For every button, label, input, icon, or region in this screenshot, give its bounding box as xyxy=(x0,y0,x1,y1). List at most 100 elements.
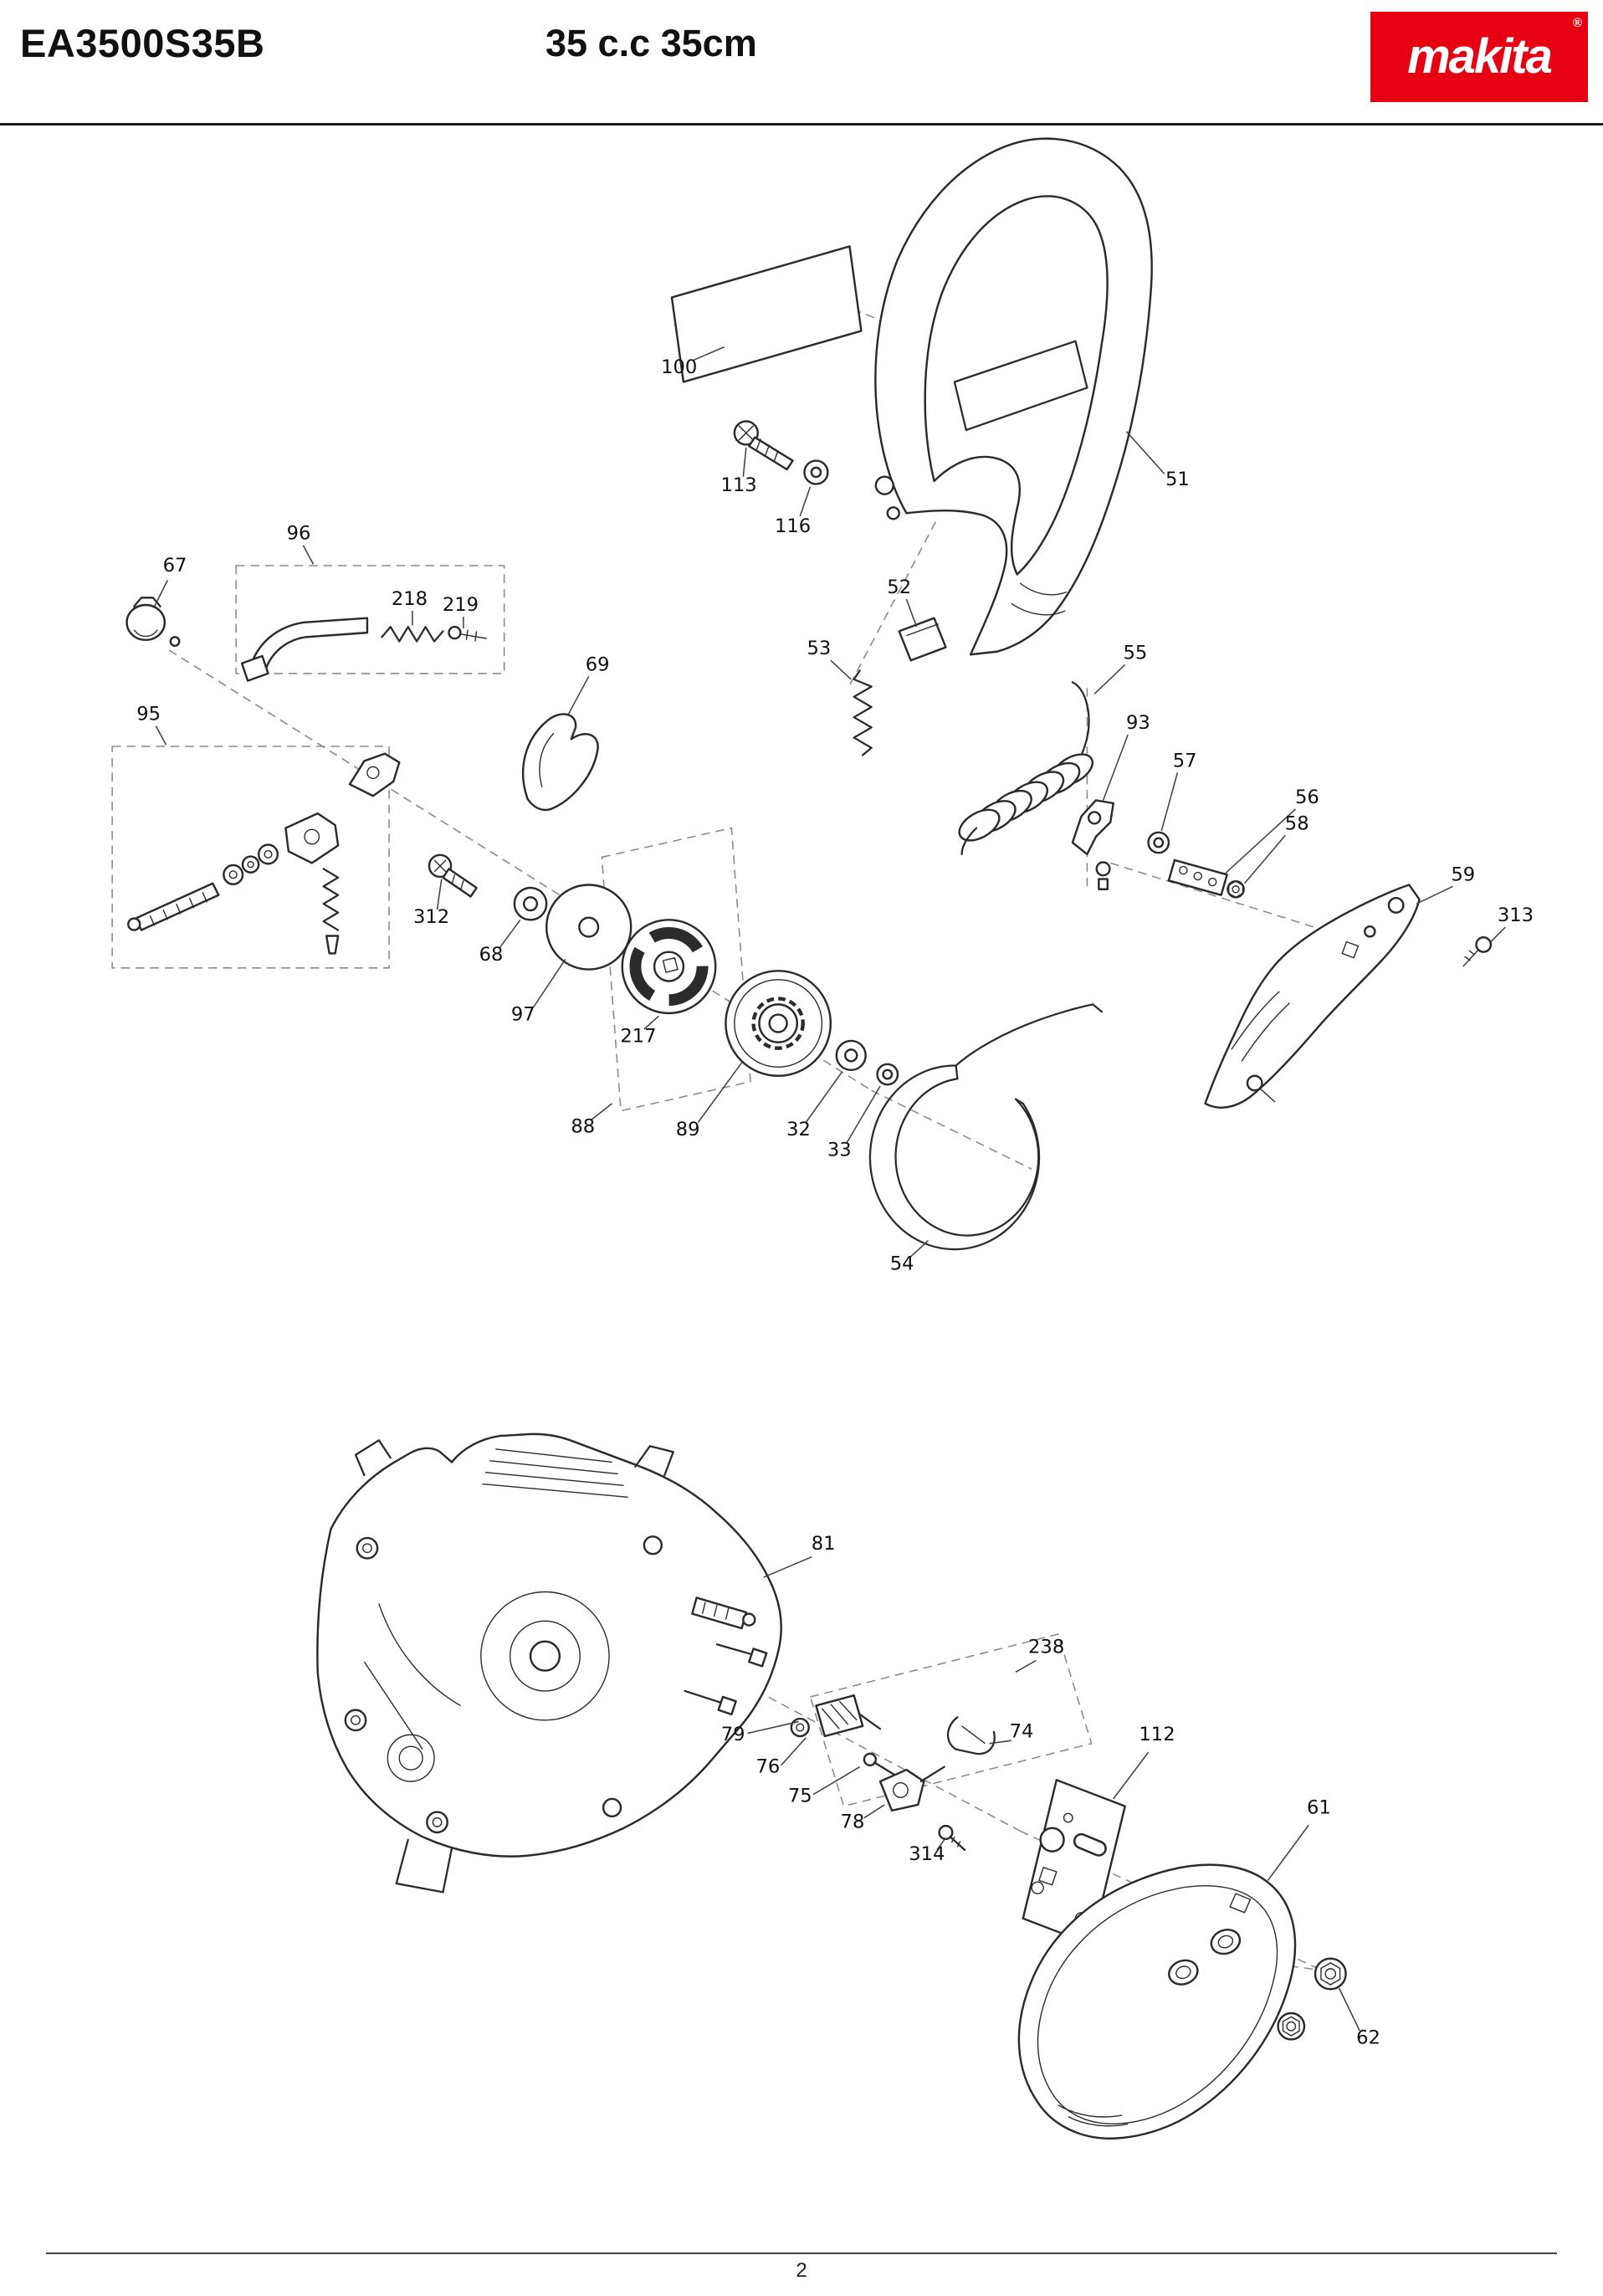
part-313-screw xyxy=(1462,936,1493,967)
part-label-89: 89 xyxy=(676,1119,700,1140)
group-box-238 xyxy=(809,1633,1093,1807)
page-number: 2 xyxy=(796,2259,807,2282)
makita-logo: makita ® xyxy=(1370,12,1588,102)
part-label-56: 56 xyxy=(1295,787,1319,808)
leader-line-69 xyxy=(567,676,590,715)
part-69-trigger xyxy=(521,713,599,812)
part-58-nut xyxy=(1227,879,1245,899)
part-label-78: 78 xyxy=(841,1812,865,1833)
leader-line-59 xyxy=(1416,885,1453,905)
leader-line-58 xyxy=(1243,834,1286,884)
part-62-nuts xyxy=(1277,1957,1347,2041)
leader-line-112 xyxy=(1113,1751,1150,1800)
part-59-guard xyxy=(1204,884,1421,1109)
leader-line-81 xyxy=(763,1555,812,1578)
leader-line-314 xyxy=(936,1839,945,1851)
makita-logo-text: makita xyxy=(1407,29,1553,84)
part-label-93: 93 xyxy=(1126,712,1150,734)
leader-line-54 xyxy=(910,1240,930,1258)
part-68-washer xyxy=(513,886,548,921)
leader-line-76 xyxy=(781,1737,807,1766)
part-219-screw xyxy=(448,625,487,642)
part-100-label-plate xyxy=(670,245,863,383)
part-label-32: 32 xyxy=(786,1119,811,1140)
part-52-grommet xyxy=(898,617,947,662)
part-label-57: 57 xyxy=(1173,750,1197,771)
leader-line-79 xyxy=(747,1720,799,1735)
model-number: EA3500S35B xyxy=(20,21,265,65)
part-label-312: 312 xyxy=(413,906,449,928)
part-75-pin xyxy=(863,1752,902,1780)
engine-spec: 35 c.c 35cm xyxy=(545,22,757,64)
leader-line-32 xyxy=(805,1071,843,1123)
part-53-spring xyxy=(853,669,873,756)
part-label-313: 313 xyxy=(1498,905,1534,926)
part-label-54: 54 xyxy=(890,1253,914,1274)
leader-line-89 xyxy=(697,1062,743,1123)
part-79-worm-gear xyxy=(815,1694,882,1738)
part-55-spring xyxy=(958,681,1094,856)
part-57-washer xyxy=(1147,831,1170,854)
part-label-113: 113 xyxy=(721,474,757,496)
part-116-washer xyxy=(803,459,829,485)
leader-line-100 xyxy=(693,346,725,361)
leader-line-62 xyxy=(1339,1988,1360,2032)
part-label-95: 95 xyxy=(136,704,161,725)
part-label-55: 55 xyxy=(1123,642,1147,664)
footer-divider xyxy=(46,2252,1557,2254)
part-113-screw xyxy=(733,420,794,471)
part-96-tube xyxy=(240,617,369,682)
leader-line-52 xyxy=(905,598,918,628)
part-89-clutch-drum xyxy=(725,970,832,1077)
part-label-75: 75 xyxy=(788,1785,812,1807)
group-boxes xyxy=(111,565,1093,1807)
part-label-96: 96 xyxy=(287,523,311,545)
part-33-washer xyxy=(876,1063,899,1086)
part-54-brake-band xyxy=(868,1003,1103,1251)
part-label-100: 100 xyxy=(661,356,697,378)
part-217-clutch xyxy=(621,919,717,1015)
header-divider xyxy=(0,123,1603,126)
part-56-plate xyxy=(1167,858,1228,896)
part-label-112: 112 xyxy=(1139,1724,1175,1745)
leader-line-61 xyxy=(1267,1824,1309,1881)
part-67-cap xyxy=(125,597,181,648)
leader-line-96 xyxy=(302,545,315,565)
part-74-clip xyxy=(946,1716,996,1755)
leader-line-53 xyxy=(830,659,852,680)
leader-line-217 xyxy=(643,1015,659,1030)
leader-line-113 xyxy=(742,447,747,477)
part-label-69: 69 xyxy=(586,653,610,675)
leader-line-56 xyxy=(1225,808,1297,874)
leader-line-74 xyxy=(989,1740,1011,1745)
part-93-lever xyxy=(1071,799,1114,890)
part-95-oiler-assembly xyxy=(127,752,401,955)
part-97-disc xyxy=(545,884,632,971)
part-label-68: 68 xyxy=(479,944,504,966)
leader-line-116 xyxy=(799,486,812,517)
part-78-pump-body xyxy=(878,1766,945,1812)
part-label-52: 52 xyxy=(887,577,911,598)
leader-line-51 xyxy=(1125,431,1165,474)
part-32-washer xyxy=(835,1039,867,1072)
part-label-51: 51 xyxy=(1165,469,1190,490)
leader-line-313 xyxy=(1490,926,1506,943)
leader-line-33 xyxy=(846,1085,881,1144)
leader-line-238 xyxy=(1015,1659,1037,1673)
leader-line-57 xyxy=(1160,772,1179,832)
part-label-97: 97 xyxy=(511,1004,535,1026)
part-51-top-handle xyxy=(874,137,1153,656)
part-label-74: 74 xyxy=(1010,1721,1034,1743)
leader-line-312 xyxy=(436,879,443,910)
leader-line-78 xyxy=(863,1804,885,1819)
part-81-crankcase xyxy=(316,1432,782,1894)
leader-line-67 xyxy=(153,580,169,607)
part-312-screw xyxy=(428,853,478,898)
part-label-238: 238 xyxy=(1028,1637,1064,1658)
part-label-219: 219 xyxy=(443,594,479,616)
part-label-59: 59 xyxy=(1451,864,1475,885)
leader-line-75 xyxy=(812,1766,861,1796)
part-label-314: 314 xyxy=(909,1843,945,1865)
